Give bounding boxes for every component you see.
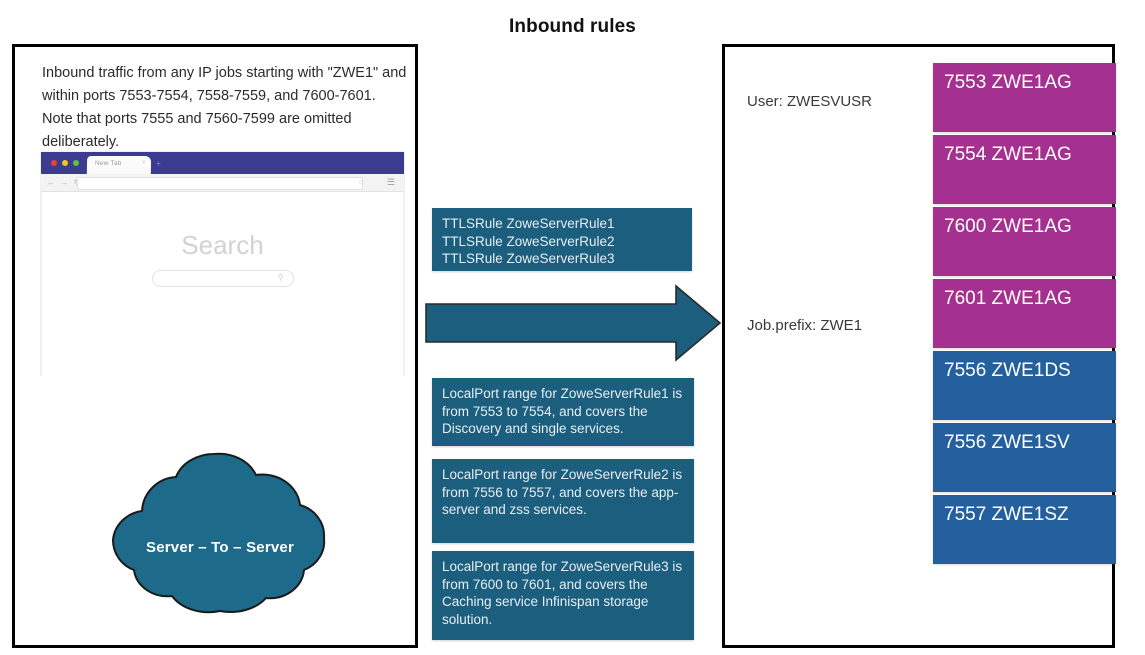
ttls-rules-box: TTLSRule ZoweServerRule1 TTLSRule ZoweSe… [432, 208, 692, 271]
right-arrow-icon [425, 284, 722, 362]
port-job-row-label: 7553 ZWE1AG [944, 72, 1072, 93]
port-job-row: 7556 ZWE1DS [933, 351, 1116, 420]
navigation-icons[interactable]: ← → ↻ [47, 178, 82, 187]
rule1-description-box: LocalPort range for ZoweServerRule1 is f… [432, 378, 694, 446]
port-job-row: 7556 ZWE1SV [933, 423, 1116, 492]
port-job-row-label: 7556 ZWE1SV [944, 432, 1070, 453]
new-tab-plus-icon[interactable]: + [156, 159, 161, 168]
port-job-row-label: 7557 ZWE1SZ [944, 504, 1069, 525]
port-job-row-label: 7601 ZWE1AG [944, 288, 1072, 309]
window-maximize-dot-icon[interactable] [73, 160, 79, 166]
intro-text: Inbound traffic from any IP jobs startin… [42, 65, 407, 150]
port-job-row: 7557 ZWE1SZ [933, 495, 1116, 564]
search-heading: Search [181, 230, 264, 260]
port-job-row: 7554 ZWE1AG [933, 135, 1116, 204]
rule2-description-box: LocalPort range for ZoweServerRule2 is f… [432, 459, 694, 543]
port-job-row: 7600 ZWE1AG [933, 207, 1116, 276]
server-to-server-cloud: Server – To – Server [70, 447, 370, 632]
jobprefix-label: Job.prefix: ZWE1 [747, 317, 863, 334]
page-title: Inbound rules [509, 16, 636, 37]
port-job-row: 7601 ZWE1AG [933, 279, 1116, 348]
port-job-row: 7553 ZWE1AG [933, 63, 1116, 132]
tab-close-icon[interactable]: × [142, 160, 146, 166]
rule3-description-box: LocalPort range for ZoweServerRule3 is f… [432, 551, 694, 640]
search-input[interactable]: ⚲ [151, 270, 294, 287]
flow-arrow [422, 283, 724, 363]
window-close-dot-icon[interactable] [51, 160, 57, 166]
user-label: User: ZWESVUSR [747, 93, 873, 110]
left-panel: Inbound traffic from any IP jobs startin… [12, 44, 418, 648]
port-job-row-label: 7600 ZWE1AG [944, 216, 1072, 237]
browser-mockup: New Tab × + ← → ↻ ☆ ☰ Search ⚲ [41, 152, 404, 376]
browser-viewport: Search ⚲ [41, 192, 404, 376]
address-bar-input[interactable] [77, 177, 363, 190]
port-job-list: 7553 ZWE1AG 7554 ZWE1AG 7600 ZWE1AG 7601 ZW… [933, 63, 1116, 567]
port-job-row-label: 7556 ZWE1DS [944, 360, 1071, 381]
port-job-row-label: 7554 ZWE1AG [944, 144, 1072, 165]
browser-tab-label: New Tab [95, 160, 122, 167]
browser-titlebar: New Tab × + [41, 152, 404, 174]
window-minimize-dot-icon[interactable] [62, 160, 68, 166]
bookmark-star-icon[interactable]: ☆ [357, 179, 364, 186]
search-icon: ⚲ [277, 273, 284, 282]
cloud-shape-icon [111, 452, 326, 614]
hamburger-menu-icon[interactable]: ☰ [386, 177, 395, 187]
browser-toolbar: ← → ↻ ☆ ☰ [41, 174, 404, 192]
right-panel: User: ZWESVUSR Job.prefix: ZWE1 7553 ZWE… [722, 44, 1116, 648]
